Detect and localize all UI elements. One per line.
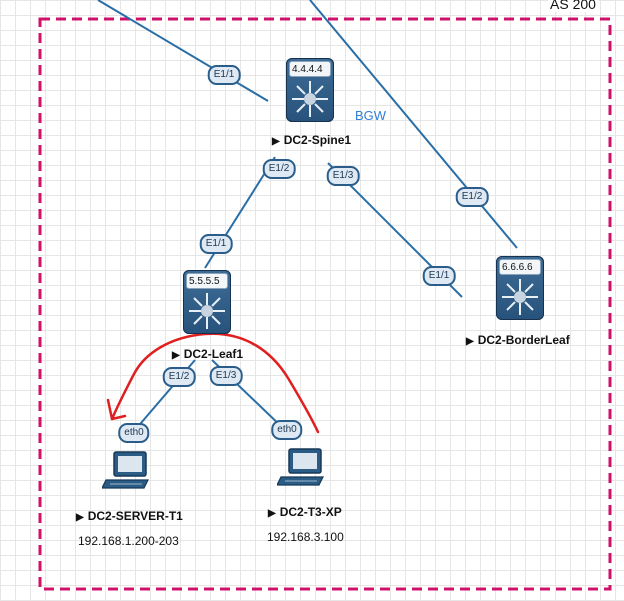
iface-spine1-e1-1[interactable]: E1/1 — [207, 65, 241, 85]
borderleaf-name-text: DC2-BorderLeaf — [477, 333, 570, 347]
borderleaf-switch[interactable]: 6.6.6.6 — [496, 256, 544, 320]
t3xp-pc-icon[interactable] — [277, 447, 327, 487]
spine1-name-text: DC2-Spine1 — [283, 133, 352, 147]
spine1-switch[interactable]: 4.4.4.4 — [286, 58, 334, 122]
iface-t3xp-eth0[interactable]: eth0 — [271, 420, 303, 440]
link-external-borderleaf[interactable] — [309, 0, 518, 249]
iface-leaf1-e1-2[interactable]: E1/2 — [162, 367, 196, 387]
t3xp-name: ▶DC2-T3-XP — [268, 505, 342, 519]
t3xp-ip: 192.168.3.100 — [267, 530, 344, 544]
server-pc-icon[interactable] — [102, 450, 152, 490]
annotation-arrowhead — [106, 398, 127, 421]
iface-leaf1-e1-3[interactable]: E1/3 — [209, 366, 243, 386]
play-icon: ▶ — [466, 336, 474, 347]
bgw-label: BGW — [355, 108, 387, 123]
as-label: AS 200 — [548, 0, 598, 12]
server-name: ▶DC2-SERVER-T1 — [76, 509, 183, 523]
iface-spine1-e1-2[interactable]: E1/2 — [262, 159, 296, 179]
server-name-text: DC2-SERVER-T1 — [87, 509, 183, 523]
spine1-name: ▶DC2-Spine1 — [272, 133, 351, 147]
server-ip: 192.168.1.200-203 — [78, 534, 179, 548]
spine1-id-label: 4.4.4.4 — [289, 61, 331, 77]
play-icon: ▶ — [172, 350, 180, 361]
borderleaf-name: ▶DC2-BorderLeaf — [466, 333, 570, 347]
switch-fabric-icon — [189, 293, 225, 329]
link-external-spine1[interactable] — [97, 0, 269, 102]
as-boundary — [38, 17, 612, 591]
leaf1-switch[interactable]: 5.5.5.5 — [183, 270, 231, 334]
leaf1-name-text: DC2-Leaf1 — [183, 347, 244, 361]
switch-fabric-icon — [502, 279, 538, 315]
iface-leaf1-e1-1[interactable]: E1/1 — [199, 234, 233, 254]
t3xp-name-text: DC2-T3-XP — [279, 505, 342, 519]
leaf1-id-label: 5.5.5.5 — [186, 273, 228, 289]
borderleaf-id-label: 6.6.6.6 — [499, 259, 541, 275]
play-icon: ▶ — [268, 508, 276, 519]
leaf1-name: ▶DC2-Leaf1 — [172, 347, 243, 361]
play-icon: ▶ — [76, 512, 84, 523]
iface-server-eth0[interactable]: eth0 — [118, 423, 150, 443]
iface-borderleaf-e1-1[interactable]: E1/1 — [422, 266, 456, 286]
iface-spine1-e1-3[interactable]: E1/3 — [326, 166, 360, 186]
play-icon: ▶ — [272, 136, 280, 147]
switch-fabric-icon — [292, 81, 328, 117]
iface-borderleaf-e1-2[interactable]: E1/2 — [455, 187, 489, 207]
